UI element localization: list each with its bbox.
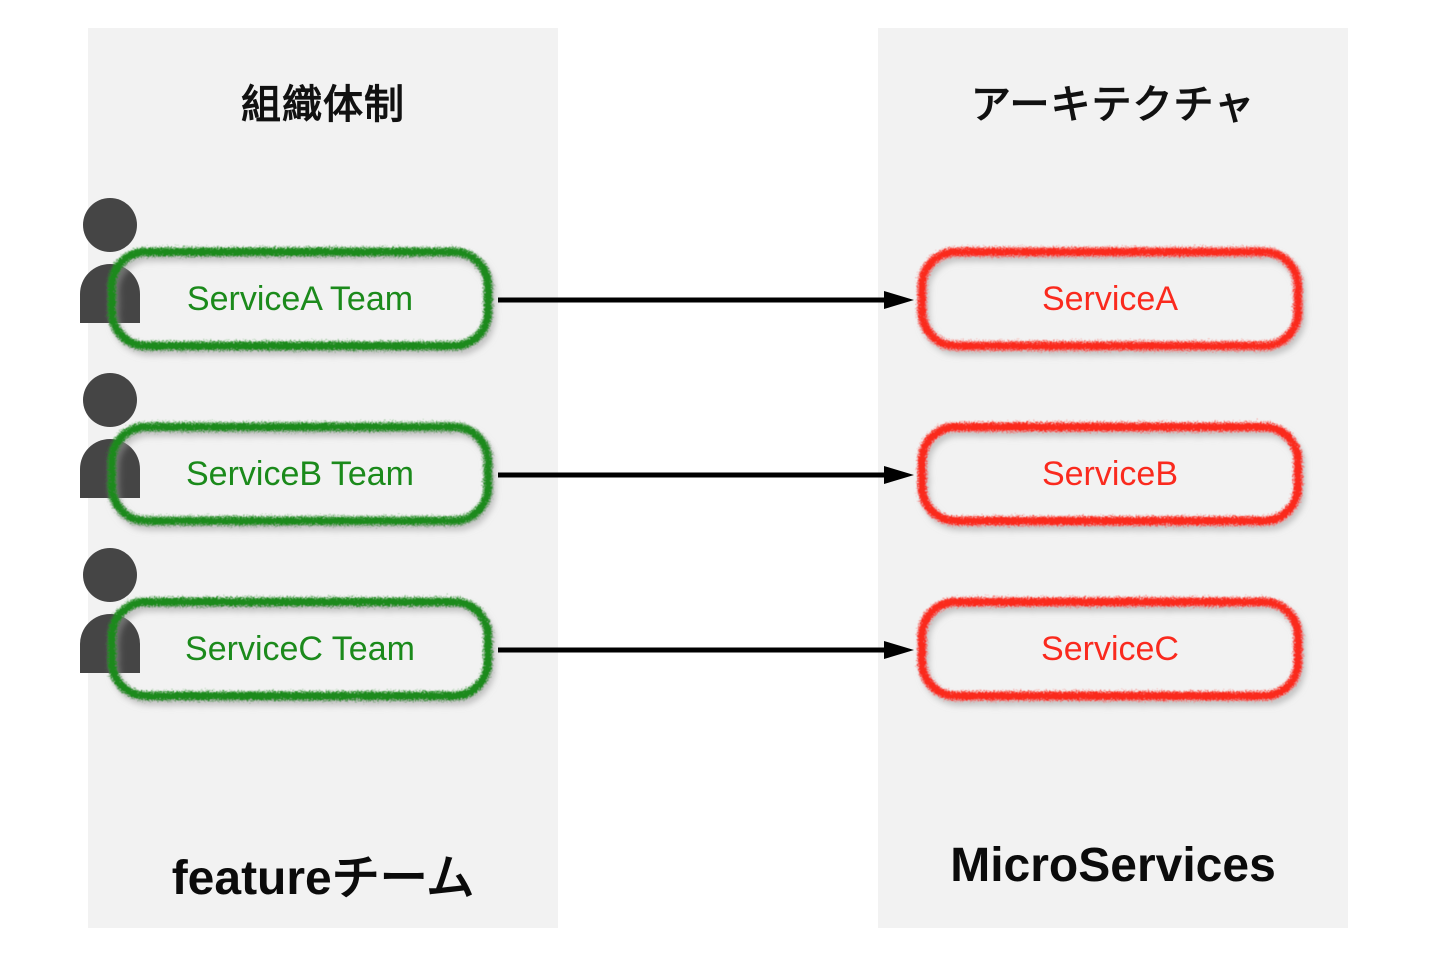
panel-right-footer: MicroServices bbox=[950, 839, 1276, 892]
sketch-border-red bbox=[917, 597, 1303, 701]
sketch-border-green bbox=[107, 597, 493, 701]
sketch-border-red bbox=[917, 247, 1303, 351]
arrow-right-icon bbox=[498, 641, 914, 659]
sketch-border-red bbox=[917, 422, 1303, 526]
panel-right-title: アーキテクチャ bbox=[970, 83, 1256, 127]
sketch-border-green bbox=[107, 422, 493, 526]
arrow-right-icon bbox=[498, 291, 914, 309]
diagram-row: ServiceC Team ServiceC bbox=[0, 548, 1440, 715]
sketch-border-green bbox=[107, 247, 493, 351]
team-box-service-b[interactable]: ServiceB Team bbox=[105, 420, 495, 528]
service-box-service-b[interactable]: ServiceB bbox=[915, 420, 1305, 528]
diagram-row: ServiceB Team ServiceB bbox=[0, 373, 1440, 540]
team-box-service-a[interactable]: ServiceA Team bbox=[105, 245, 495, 353]
panel-left-title: 組織体制 bbox=[241, 83, 405, 127]
panel-architecture: アーキテクチャ MicroServices bbox=[878, 28, 1348, 928]
panel-left-footer: featureチーム bbox=[171, 852, 475, 905]
diagram-row: ServiceA Team ServiceA bbox=[0, 198, 1440, 365]
service-box-service-a[interactable]: ServiceA bbox=[915, 245, 1305, 353]
service-box-service-c[interactable]: ServiceC bbox=[915, 595, 1305, 703]
arrow-right-icon bbox=[498, 466, 914, 484]
panel-organization: 組織体制 featureチーム bbox=[88, 28, 558, 928]
team-box-service-c[interactable]: ServiceC Team bbox=[105, 595, 495, 703]
